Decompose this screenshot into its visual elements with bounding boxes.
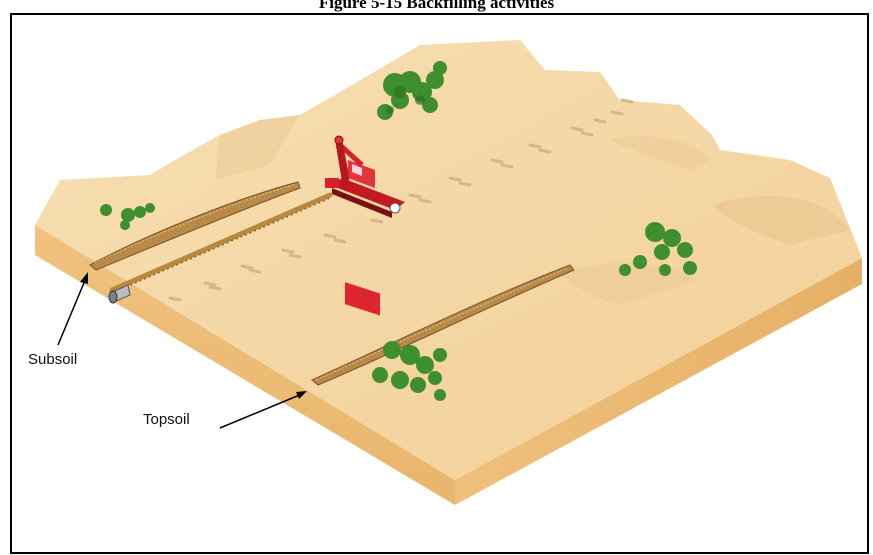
topsoil-label: Topsoil [143, 411, 190, 428]
subsoil-label: Subsoil [28, 351, 77, 368]
topsoil-callout [220, 391, 307, 428]
subsoil-callout [58, 272, 88, 345]
